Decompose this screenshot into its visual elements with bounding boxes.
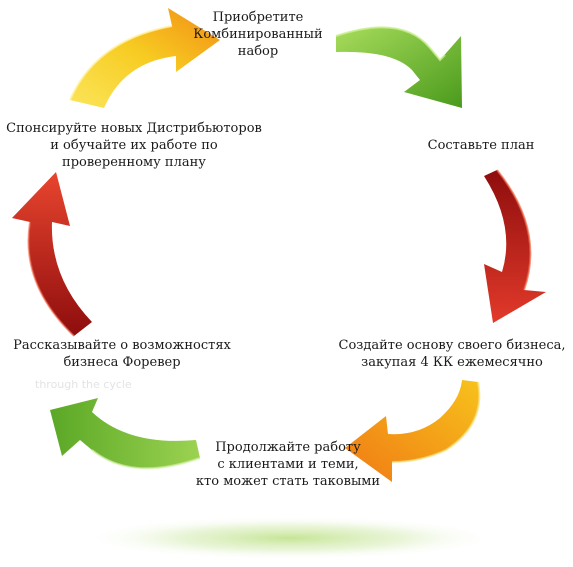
arrow-green-top (335, 26, 462, 108)
arrow-red-left (12, 172, 92, 337)
arrow-yellow-top (69, 8, 220, 108)
step-4-label: Продолжайте работу с клиентами и теми, к… (195, 440, 381, 489)
arrow-orange-bottom (345, 380, 481, 482)
step-1-label: Приобретите Комбинированный набор (193, 10, 323, 59)
ground-shadow (80, 516, 500, 560)
step-6-label: Спонсируйте новых Дистрибьюторов и обуча… (6, 121, 262, 170)
step-5-label: Рассказывайте о возможностях бизнеса Фор… (13, 338, 231, 370)
step-3-label: Создайте основу своего бизнеса, закупая … (338, 338, 566, 370)
arrow-green-bottom (50, 398, 201, 470)
watermark-text: through the cycle (35, 378, 132, 391)
arrow-red-right (484, 169, 546, 323)
step-2-label: Составьте план (427, 138, 535, 153)
